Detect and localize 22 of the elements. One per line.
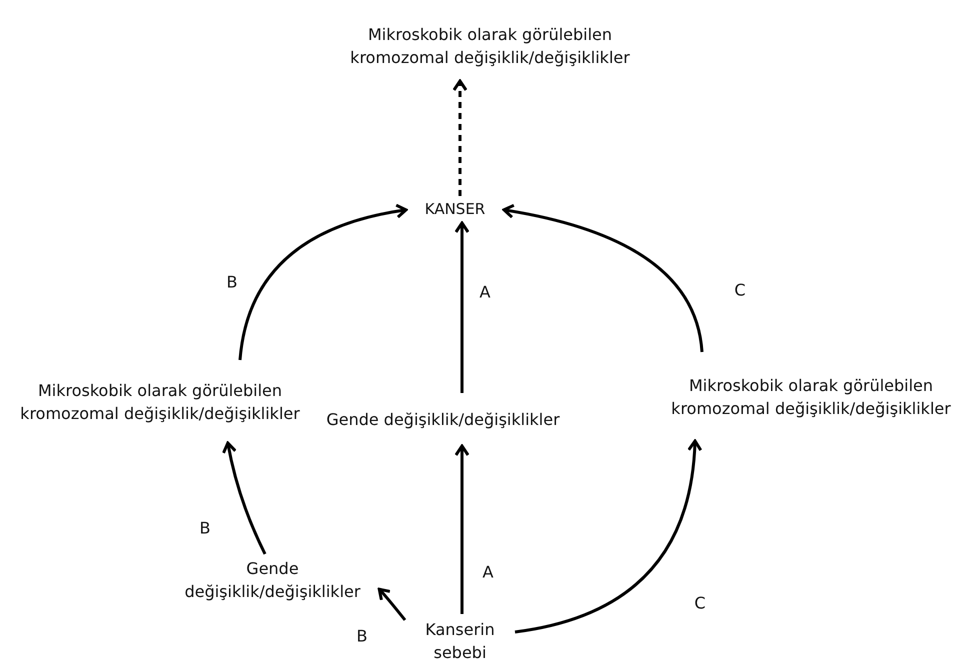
edge-label: B (200, 518, 210, 538)
node-text: Mikroskobik olarak görülebilen kromozomal değişiklik/değişiklikler (670, 374, 952, 420)
edge-label: C (734, 280, 746, 300)
arrow (514, 440, 702, 634)
arrow (378, 588, 406, 621)
arrow (452, 80, 468, 196)
edge-label: A (482, 562, 494, 582)
node-text: Kanserin sebebi (424, 618, 496, 664)
node-text: Mikroskobik olarak görülebilen kromozomal değişiklik/değişiklikler (19, 380, 301, 425)
edge-label: B (356, 626, 368, 646)
edge-label: A (480, 282, 490, 302)
node-text: KANSER (424, 199, 486, 220)
arrow (454, 444, 470, 614)
node-text: Gende değişiklik/değişiklikler (326, 409, 560, 432)
edge-label: C (694, 594, 706, 612)
edge-label: B (226, 272, 238, 292)
node-text: Gende değişiklik/değişiklikler (184, 558, 362, 603)
arrow (222, 442, 266, 555)
arrow (238, 204, 408, 360)
arrow (502, 204, 704, 352)
arrow (454, 222, 470, 393)
node-text: Mikroskobik olarak görülebilen kromozomal değişiklik/değişiklikler (349, 24, 631, 69)
